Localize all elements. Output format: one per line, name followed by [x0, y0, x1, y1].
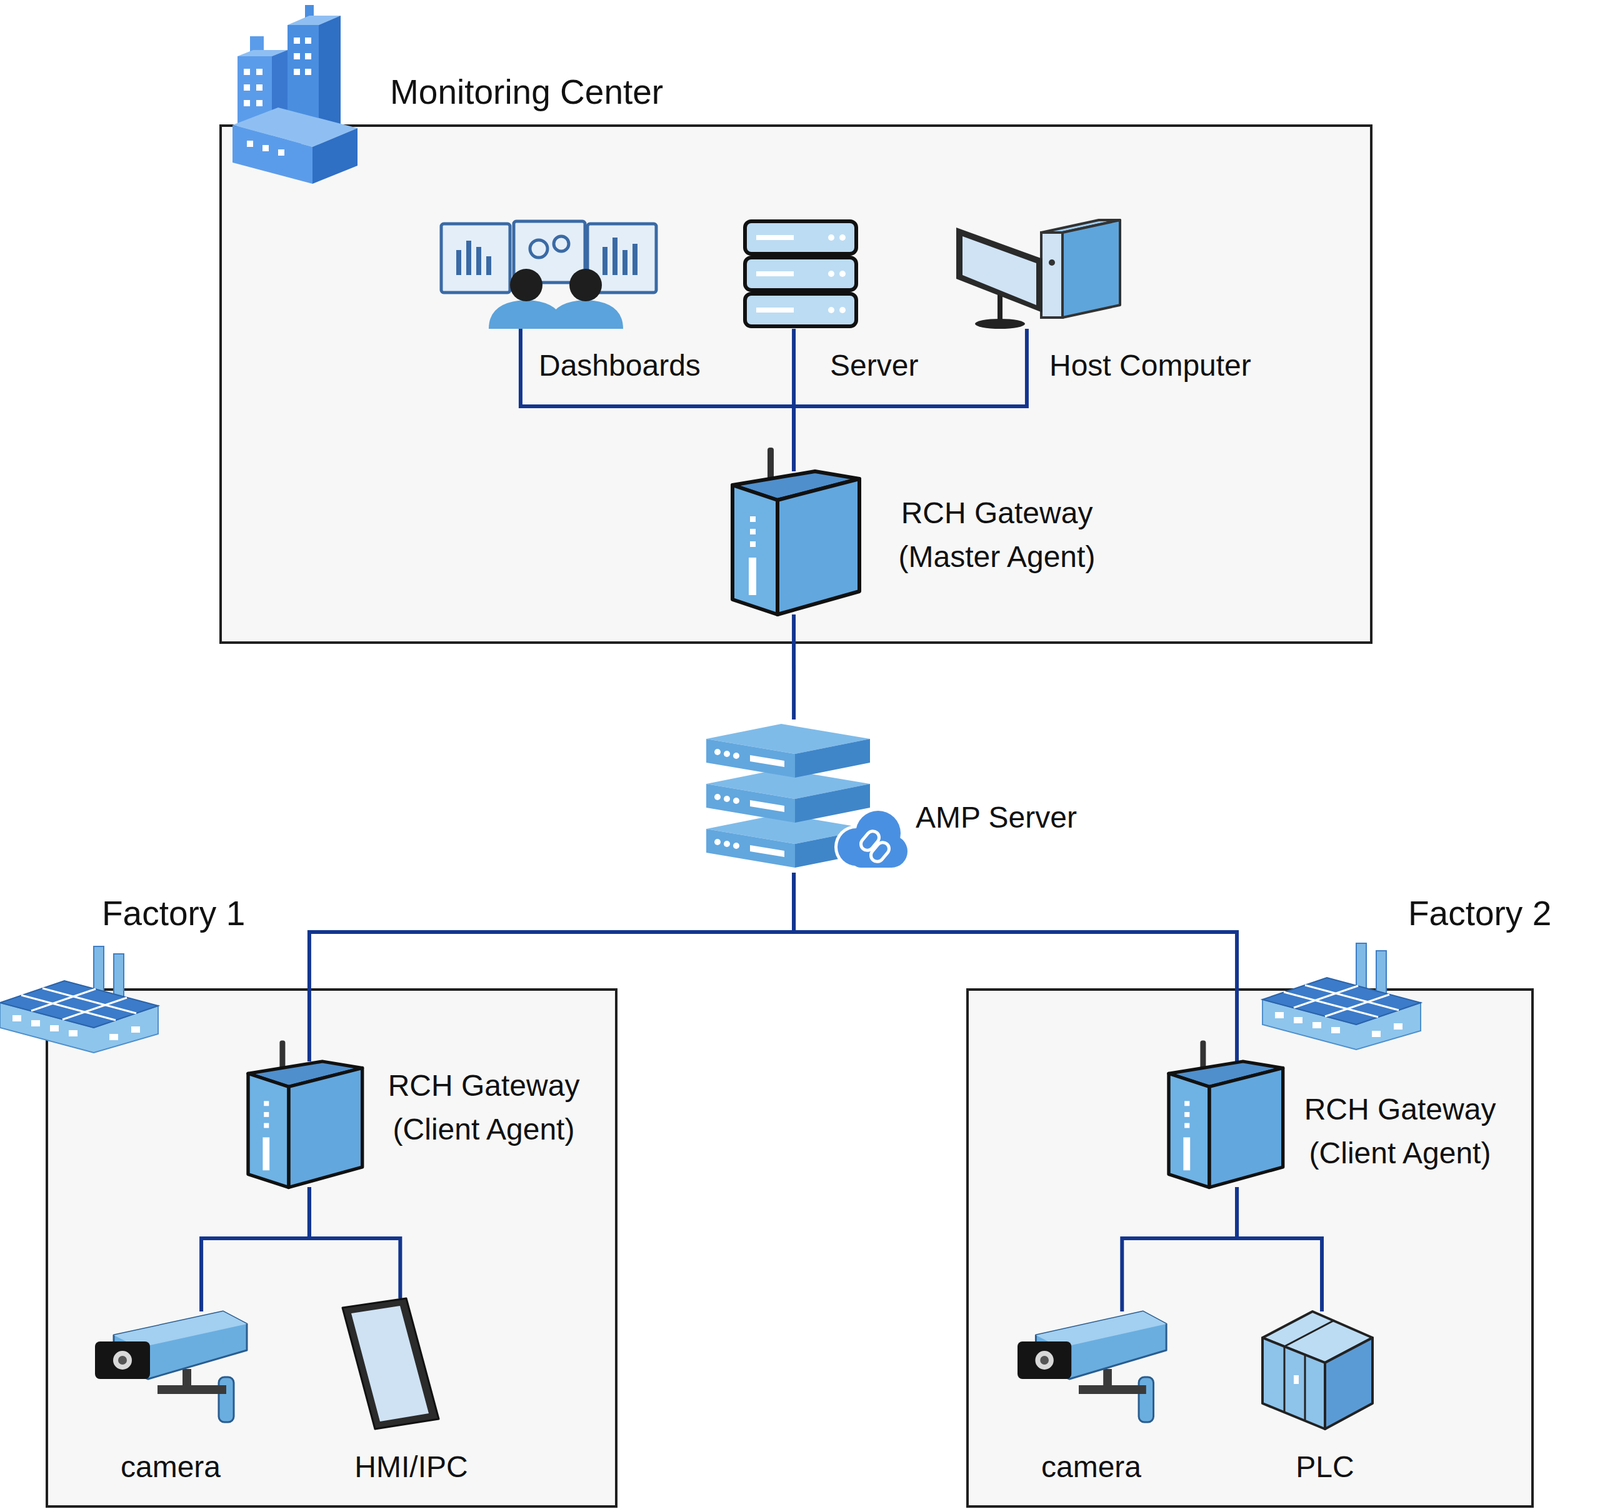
amp-server-icon: [714, 748, 721, 755]
building-icon: [256, 84, 263, 91]
amp-server-icon: [714, 838, 721, 845]
amp-server-icon: [750, 755, 785, 767]
amp-server-icon: [706, 723, 870, 754]
connector-line: [793, 328, 1027, 472]
device-node: HMI/IPC: [340, 1298, 439, 1429]
gateway-label: RCH Gateway (Client Agent): [358, 1063, 609, 1152]
device-label: camera: [997, 1445, 1185, 1489]
amp-server-icon: [750, 845, 785, 857]
building-icon: [305, 37, 312, 44]
connector-line: [309, 872, 794, 1062]
amp-server-icon: [706, 828, 795, 868]
building-icon: [250, 36, 264, 57]
device-label: AMP Server: [915, 795, 1077, 840]
gateway-node: RCH Gateway (Master Agent): [732, 471, 860, 615]
building-icon: [243, 68, 250, 75]
amp-server-icon: [723, 750, 730, 757]
device-label: HMI/IPC: [317, 1445, 505, 1489]
device-label: Server: [830, 343, 919, 388]
amp-server-icon: [733, 797, 740, 804]
device-label: Host Computer: [1049, 343, 1252, 388]
building-icon: [293, 37, 300, 44]
building-icon: [293, 68, 300, 75]
group-heading: Factory 1: [101, 893, 245, 934]
device-node: Host Computer: [954, 217, 1123, 329]
connector-line: [520, 328, 794, 472]
device-label: Dashboards: [538, 343, 701, 388]
building-icon: [243, 84, 250, 91]
device-node: camera: [1017, 1311, 1167, 1424]
amp-server-icon: [795, 783, 870, 823]
connector-line: [201, 1186, 310, 1312]
amp-server-icon: [733, 752, 740, 759]
amp-server-icon: [871, 831, 911, 871]
device-label: PLC: [1231, 1445, 1419, 1489]
group-box: Factory 1RCH Gateway (Client Agent)camer…: [45, 988, 618, 1508]
connector-line: [1121, 1186, 1237, 1312]
connector-line: [793, 872, 1237, 1062]
amp-server-icon: [750, 800, 785, 812]
amp-server-icon: [706, 723, 911, 871]
connector-line: [309, 1186, 400, 1299]
amp-server-icon: [875, 835, 908, 868]
amp-server-icon: [795, 738, 870, 778]
amp-server-icon: [837, 828, 875, 866]
amp-server-icon: [795, 828, 870, 868]
building-icon: [287, 15, 341, 25]
gateway-node: RCH Gateway (Client Agent): [248, 1061, 363, 1187]
amp-server-icon: [714, 793, 721, 800]
amp-server-icon: [706, 768, 870, 799]
building-icon: [305, 5, 314, 24]
group-box: Monitoring CenterDashboardsServerHost Co…: [219, 124, 1373, 644]
building-icon: [305, 53, 312, 60]
device-node: Server: [743, 219, 858, 329]
group-box: Factory 2RCH Gateway (Client Agent)camer…: [966, 988, 1534, 1508]
connector-line: [791, 614, 796, 720]
group-heading: Monitoring Center: [390, 71, 664, 112]
amp-server-icon: [723, 795, 730, 802]
amp-server-icon: [733, 842, 740, 849]
amp-server-icon: [858, 828, 882, 854]
building-icon: [243, 100, 250, 107]
gateway-label: RCH Gateway (Master Agent): [871, 491, 1122, 579]
building-icon: [256, 68, 263, 75]
device-node: PLC: [1262, 1311, 1373, 1429]
amp-server-icon: [852, 807, 904, 859]
gateway-label: RCH Gateway (Client Agent): [1275, 1087, 1525, 1175]
connector-line: [1236, 1186, 1322, 1312]
amp-server-icon: [706, 738, 795, 778]
building-icon: [237, 50, 288, 57]
gateway-node: RCH Gateway (Client Agent): [1168, 1061, 1284, 1187]
amp-server-icon: [723, 840, 730, 847]
server-node: AMP Server: [704, 719, 904, 873]
group-heading: Factory 2: [1408, 893, 1552, 934]
amp-server-icon: [868, 840, 892, 865]
building-icon: [305, 68, 312, 75]
amp-server-icon: [855, 810, 901, 856]
device-label: camera: [76, 1445, 265, 1489]
amp-server-icon: [706, 813, 870, 844]
device-node: camera: [95, 1311, 247, 1424]
building-icon: [293, 53, 300, 60]
amp-server-icon: [850, 845, 900, 868]
amp-server-icon: [834, 825, 879, 869]
device-node: Dashboards: [438, 219, 659, 329]
connector-line: [791, 328, 796, 472]
building-icon: [256, 100, 263, 107]
amp-server-icon: [706, 783, 795, 823]
